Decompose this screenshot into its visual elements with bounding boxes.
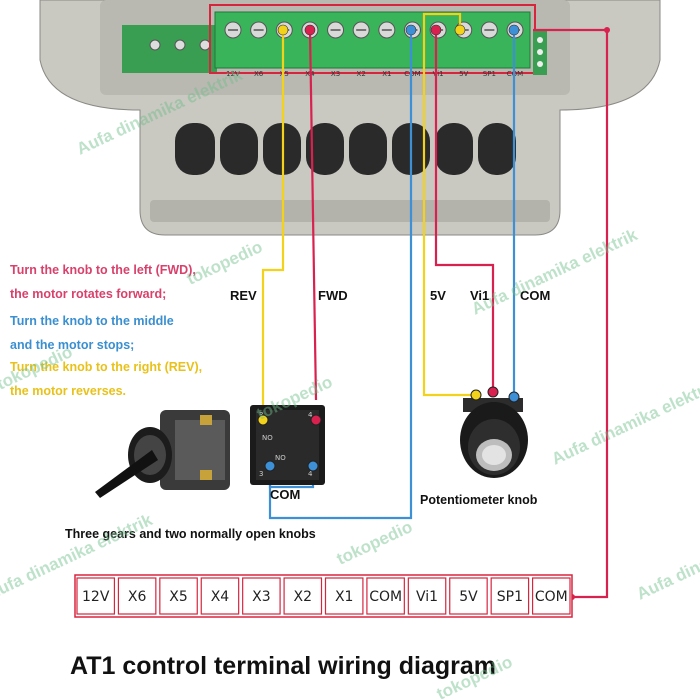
- watermark-9: Aufa dinamika elektrik: [634, 510, 700, 604]
- contact-com-dot-1: [264, 460, 276, 472]
- pot-5v-dot: [470, 389, 482, 401]
- switch-caption: Three gears and two normally open knobs: [65, 527, 316, 541]
- contact-com-dot-2: [307, 460, 319, 472]
- contact-num-tr: 4: [308, 411, 313, 419]
- terminal-label: COM: [535, 589, 568, 605]
- top-terminal-label: SP1: [483, 70, 496, 78]
- contact-block: NO NO 3 4 3 4 COM: [250, 405, 325, 502]
- label-5v: 5V: [430, 288, 446, 303]
- instr-fwd-2: the motor rotates forward;: [10, 287, 166, 301]
- selector-switch-illustration: [95, 410, 230, 498]
- top-terminal-label: 5V: [459, 70, 468, 78]
- terminal-row: 12V X6 X5 X4 X3 X2 X1 COM Vi1 5V SP1 COM: [76, 577, 571, 615]
- wire-vi1: [434, 30, 495, 390]
- terminal-cell: [324, 577, 364, 615]
- top-terminal-label: X2: [357, 70, 366, 78]
- pot-com-dot: [508, 391, 520, 403]
- terminal-cell: [366, 577, 405, 615]
- wire-rev: [261, 30, 285, 418]
- main-terminal-strip: [214, 11, 531, 69]
- instr-rev-1: Turn the knob to the right (REV),: [10, 360, 202, 374]
- wires: [261, 12, 609, 599]
- instr-stop-1: Turn the knob to the middle: [10, 314, 174, 328]
- top-terminal-label: 12V: [226, 70, 240, 78]
- top-terminal-label: X3: [331, 70, 340, 78]
- terminal-cell: [76, 577, 116, 615]
- pot-vi1-dot: [487, 386, 499, 398]
- terminal-cell: [200, 577, 240, 615]
- terminal-label: COM: [369, 589, 402, 605]
- terminal-label: X2: [294, 589, 313, 605]
- contact-fwd-dot: [310, 414, 322, 426]
- contact-num-br: 4: [308, 470, 313, 478]
- label-rev: REV: [230, 288, 257, 303]
- instr-fwd-1: Turn the knob to the left (FWD),: [10, 263, 196, 277]
- instructions: Turn the knob to the left (FWD), the mot…: [10, 263, 202, 398]
- contact-num-bl: 3: [259, 470, 263, 478]
- left-terminal-block: [122, 25, 217, 73]
- terminal-label: 5V: [459, 589, 478, 605]
- label-fwd: FWD: [318, 288, 348, 303]
- terminal-cell: [407, 577, 447, 615]
- potentiometer-illustration: [460, 386, 528, 478]
- terminal-cell: [159, 577, 198, 615]
- wire-com-switch: [268, 30, 413, 520]
- terminal-label: X5: [169, 589, 188, 605]
- diagram-title: AT1 control terminal wiring diagram: [70, 652, 496, 680]
- wire-fwd: [308, 29, 318, 401]
- watermark-3: Aufa dinamika elektrik: [469, 225, 641, 319]
- terminal-label: Vi1: [416, 589, 438, 605]
- instr-rev-2: the motor reverses.: [10, 384, 126, 398]
- terminal-label: 12V: [82, 589, 110, 605]
- label-vi1: Vi1: [470, 288, 489, 303]
- terminal-label: X4: [211, 589, 230, 605]
- label-com: COM: [520, 288, 550, 303]
- terminal-label: X6: [128, 589, 147, 605]
- watermark-5: Aufa dinamika elektrik: [549, 375, 700, 469]
- top-terminal-label: COM: [404, 70, 420, 78]
- contact-no-bottom: NO: [275, 454, 286, 462]
- switch-com-label: COM: [270, 487, 300, 502]
- wire-labels: REV FWD 5V Vi1 COM: [230, 288, 550, 303]
- terminal-cell: [531, 577, 571, 615]
- terminal-cell: [490, 577, 530, 615]
- watermark-6: tokopedio: [334, 517, 416, 569]
- wire-com-bottom: [533, 28, 609, 599]
- terminal-row-frame: [74, 574, 573, 618]
- terminal-cell: [117, 577, 157, 615]
- terminal-label: X3: [252, 589, 271, 605]
- top-terminal-label: X6: [254, 70, 264, 78]
- pot-caption: Potentiometer knob: [420, 493, 538, 507]
- instr-stop-2: and the motor stops;: [10, 338, 134, 352]
- top-terminal-label: X1: [382, 70, 391, 78]
- selector-handle: [95, 450, 158, 498]
- wire-5v: [422, 12, 476, 397]
- top-terminal-label: Vi1: [433, 70, 444, 78]
- terminal-cell: [283, 577, 323, 615]
- top-terminal-label: X5: [280, 70, 289, 78]
- terminal-label: X1: [335, 589, 354, 605]
- contact-no-top: NO: [262, 434, 273, 442]
- terminal-label: SP1: [497, 589, 523, 605]
- terminal-cell: [449, 577, 488, 615]
- terminal-cell: [242, 577, 281, 615]
- contact-rev-dot: [257, 414, 269, 426]
- watermark-2: tokopedio: [184, 237, 266, 289]
